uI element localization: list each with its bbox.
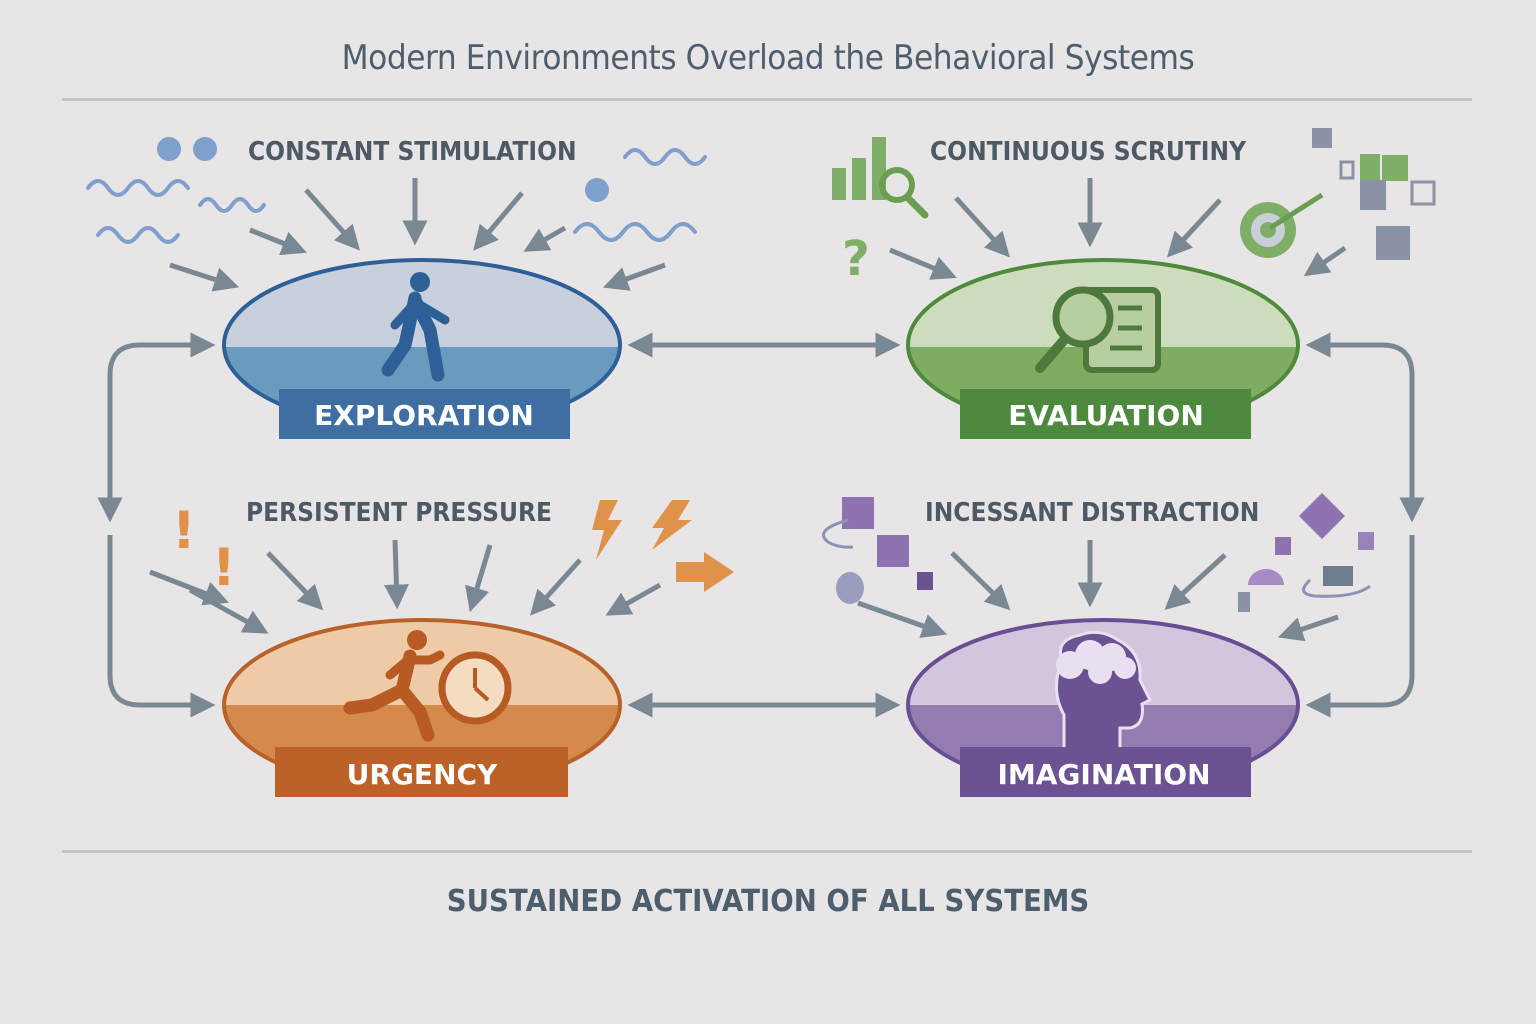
input-arrow bbox=[889, 247, 957, 280]
input-caption-persistent-pressure: PERSISTENT PRESSURE bbox=[246, 498, 553, 528]
input-arrow bbox=[465, 544, 493, 613]
footer-caption: SUSTAINED ACTIVATION OF ALL SYSTEMS bbox=[446, 884, 1090, 919]
square-icon bbox=[917, 572, 933, 590]
distraction-decor bbox=[822, 493, 1374, 612]
top-divider bbox=[62, 98, 1472, 101]
dart-icon bbox=[1268, 192, 1324, 231]
step-icon bbox=[1222, 592, 1250, 612]
input-arrow bbox=[1166, 198, 1222, 258]
square-icon bbox=[1360, 154, 1380, 180]
magnifier-document-icon bbox=[1035, 286, 1161, 373]
input-arrow bbox=[602, 262, 666, 291]
input-arrow bbox=[169, 262, 240, 292]
connector-left-lower bbox=[107, 535, 216, 718]
dot-icon bbox=[193, 137, 217, 161]
input-arrow bbox=[473, 191, 524, 251]
input-arrow bbox=[304, 188, 360, 251]
input-caption-constant-stimulation: CONSTANT STIMULATION bbox=[248, 137, 577, 167]
exclamation-icon: ! bbox=[172, 501, 196, 561]
magnifier-icon bbox=[879, 167, 915, 203]
input-arrow bbox=[249, 227, 307, 256]
node-label: EXPLORATION bbox=[314, 399, 534, 432]
connector-right-upper bbox=[1305, 332, 1425, 523]
wave-icon bbox=[573, 222, 697, 242]
input-arrow bbox=[605, 582, 662, 616]
square-icon bbox=[1275, 537, 1291, 555]
node-label: EVALUATION bbox=[1008, 399, 1204, 432]
node-label-band bbox=[960, 747, 1251, 797]
orbit-icon bbox=[1302, 578, 1371, 598]
node-label-band bbox=[275, 747, 568, 797]
connector-left-upper bbox=[97, 332, 216, 523]
input-caption-continuous-scrutiny: CONTINUOUS SCRUTINY bbox=[930, 137, 1247, 167]
square-icon bbox=[1339, 160, 1355, 180]
lightning-icon bbox=[652, 500, 692, 550]
input-arrow bbox=[266, 551, 324, 611]
square-icon bbox=[1358, 532, 1374, 550]
input-arrow bbox=[954, 196, 1011, 258]
page-title: Modern Environments Overload the Behavio… bbox=[341, 38, 1195, 78]
connectors bbox=[97, 332, 1425, 718]
input-arrow bbox=[529, 558, 582, 616]
wave-icon bbox=[623, 148, 707, 166]
node-evaluation: EVALUATION bbox=[906, 258, 1300, 439]
input-arrow bbox=[149, 569, 229, 606]
walking-person-icon bbox=[381, 272, 450, 382]
lightning-icon bbox=[592, 500, 622, 560]
wave-icon bbox=[198, 197, 266, 213]
circle-icon bbox=[836, 572, 864, 604]
square-icon bbox=[842, 497, 874, 529]
input-arrow bbox=[383, 539, 409, 610]
node-label-band bbox=[960, 389, 1251, 439]
node-label-band bbox=[279, 389, 570, 439]
wave-icon bbox=[96, 226, 180, 244]
diamond-icon bbox=[1299, 493, 1345, 539]
scrutiny-decor: ? bbox=[832, 128, 1436, 287]
magnifier-handle bbox=[904, 194, 929, 219]
head-cloud-icon bbox=[1055, 630, 1153, 752]
input-arrow bbox=[523, 225, 567, 252]
node-label: IMAGINATION bbox=[997, 758, 1210, 791]
square-icon bbox=[1360, 180, 1386, 210]
connector-right-lower bbox=[1305, 535, 1415, 718]
square-icon bbox=[1376, 226, 1410, 260]
stimulation-decor bbox=[86, 137, 707, 244]
input-arrow bbox=[1277, 614, 1339, 642]
square-icon bbox=[1382, 155, 1408, 181]
input-arrow bbox=[1303, 245, 1347, 277]
input-arrow bbox=[857, 600, 948, 638]
arrow-right-icon bbox=[676, 552, 734, 592]
incoming-arrows bbox=[149, 178, 1347, 642]
input-arrow bbox=[950, 551, 1011, 611]
node-imagination: IMAGINATION bbox=[906, 618, 1300, 797]
pressure-decor: ! ! bbox=[172, 500, 734, 598]
chat-icon bbox=[1323, 566, 1353, 586]
node-exploration: EXPLORATION bbox=[222, 258, 622, 439]
orbit-icon bbox=[822, 518, 854, 549]
input-arrow bbox=[188, 587, 269, 634]
square-icon bbox=[877, 535, 909, 567]
input-arrow bbox=[1164, 553, 1227, 611]
bar-chart-icon bbox=[832, 168, 846, 200]
exclamation-icon: ! bbox=[212, 538, 236, 598]
wave-icon bbox=[86, 179, 190, 197]
bottom-divider bbox=[62, 850, 1472, 853]
input-caption-incessant-distraction: INCESSANT DISTRACTION bbox=[925, 498, 1260, 528]
square-icon bbox=[1312, 128, 1332, 148]
question-mark-icon: ? bbox=[842, 231, 870, 287]
dot-icon bbox=[157, 137, 181, 161]
semicircle-icon bbox=[1248, 569, 1284, 585]
square-icon bbox=[1410, 180, 1436, 206]
dot-icon bbox=[585, 178, 609, 202]
bar-chart-icon bbox=[852, 158, 866, 200]
node-urgency: URGENCY bbox=[222, 618, 622, 797]
running-person-clock-icon bbox=[343, 630, 512, 742]
node-label: URGENCY bbox=[347, 758, 498, 791]
